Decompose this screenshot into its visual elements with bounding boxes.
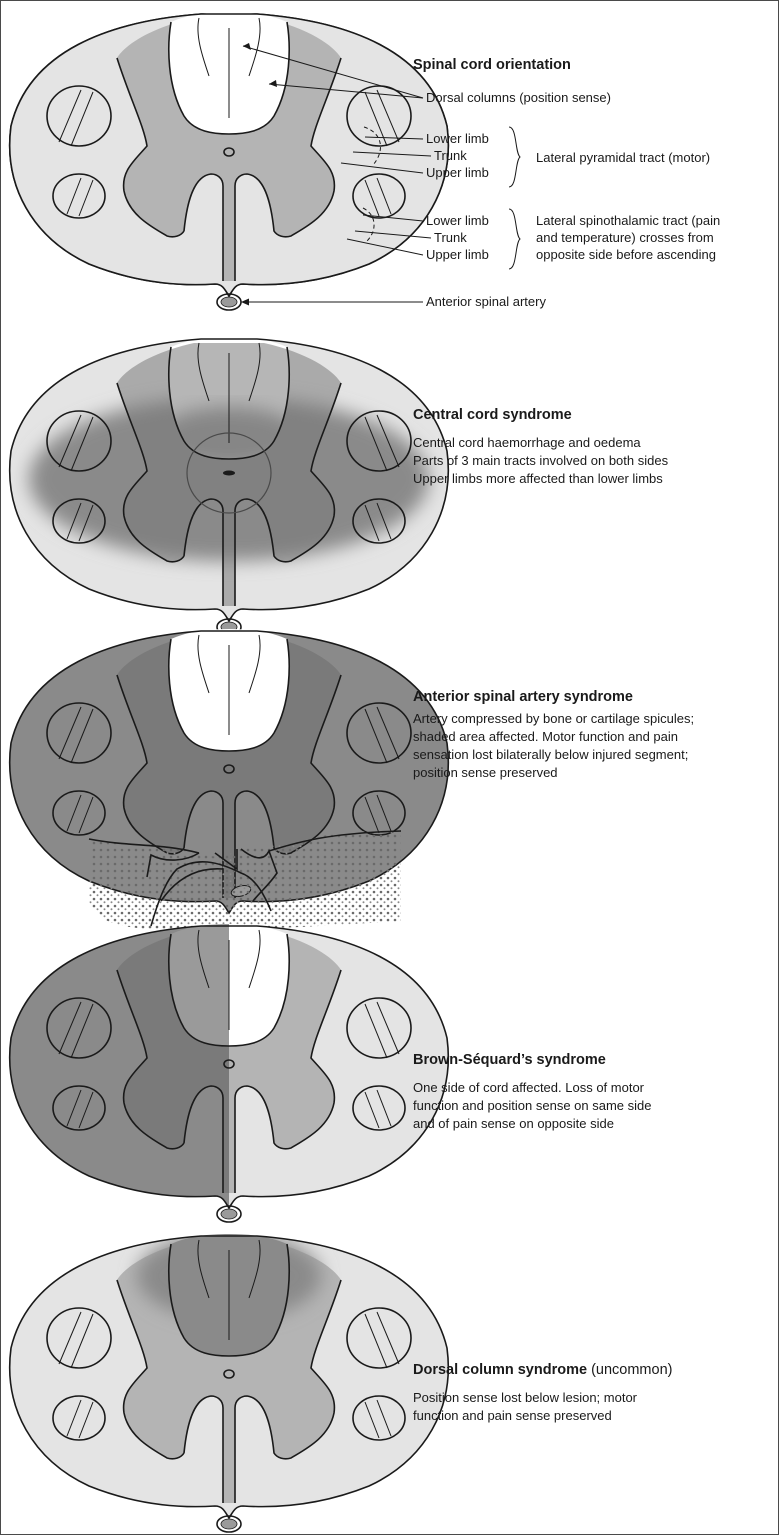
spinothalamic-brace — [509, 209, 520, 269]
anterior-spinal-artery-line-1: Artery compressed by bone or cartilage s… — [413, 711, 694, 726]
brown-sequard-line-1: One side of cord affected. Loss of motor — [413, 1080, 645, 1095]
dorsal-column-title: Dorsal column syndrome (uncommon) — [413, 1362, 672, 1378]
spinothalamic-upper-label: Upper limb — [426, 247, 489, 262]
dorsal-column-title-main: Dorsal column syndrome — [413, 1362, 587, 1378]
panel-brown-sequard — [1, 908, 448, 1222]
spinothalamic-line-3: opposite side before ascending — [536, 247, 716, 262]
brown-sequard-line-2: function and position sense on same side — [413, 1098, 652, 1113]
panel-central-cord — [10, 337, 449, 635]
central-cord-line-2: Parts of 3 main tracts involved on both … — [413, 453, 669, 468]
spinothalamic-trunk-label: Trunk — [434, 230, 467, 245]
anterior-spinal-artery-line-2: shaded area affected. Motor function and… — [413, 729, 678, 744]
pyramidal-trunk-label: Trunk — [434, 148, 467, 163]
pyramidal-tract-label: Lateral pyramidal tract (motor) — [536, 150, 710, 165]
artery-label: Anterior spinal artery — [426, 294, 546, 309]
panel-dorsal-column-text: Dorsal column syndrome (uncommon) Positi… — [413, 1362, 672, 1423]
panel-dorsal-column — [10, 1232, 449, 1532]
orientation-title: Spinal cord orientation — [413, 57, 571, 73]
pyramidal-upper-label: Upper limb — [426, 165, 489, 180]
panel-brown-sequard-text: Brown-Séquard’s syndrome One side of cor… — [413, 1052, 652, 1131]
pyramidal-brace — [509, 127, 520, 187]
panel-anterior-spinal-artery-text: Anterior spinal artery syndrome Artery c… — [413, 689, 694, 780]
panel-central-cord-text: Central cord syndrome Central cord haemo… — [413, 407, 669, 486]
spinothalamic-line-1: Lateral spinothalamic tract (pain — [536, 213, 720, 228]
dorsal-column-line-2: function and pain sense preserved — [413, 1408, 612, 1423]
central-cord-line-1: Central cord haemorrhage and oedema — [413, 435, 641, 450]
anterior-spinal-artery-line-3: sensation lost bilaterally below injured… — [413, 747, 688, 762]
dorsal-columns-label: Dorsal columns (position sense) — [426, 90, 611, 105]
pyramidal-lower-label: Lower limb — [426, 131, 489, 146]
central-cord-line-3: Upper limbs more affected than lower lim… — [413, 471, 663, 486]
brown-sequard-title: Brown-Séquard’s syndrome — [413, 1052, 606, 1068]
central-cord-title: Central cord syndrome — [413, 407, 572, 423]
dorsal-column-title-suffix: (uncommon) — [587, 1362, 672, 1378]
panel-orientation — [10, 12, 449, 310]
spinothalamic-line-2: and temperature) crosses from — [536, 230, 714, 245]
arrowhead — [241, 299, 249, 306]
dorsal-column-line-1: Position sense lost below lesion; motor — [413, 1390, 638, 1405]
spinothalamic-lower-label: Lower limb — [426, 213, 489, 228]
brown-sequard-line-3: and of pain sense on opposite side — [413, 1116, 614, 1131]
anterior-spinal-artery-title: Anterior spinal artery syndrome — [413, 689, 633, 705]
anterior-spinal-artery-line-4: position sense preserved — [413, 765, 558, 780]
